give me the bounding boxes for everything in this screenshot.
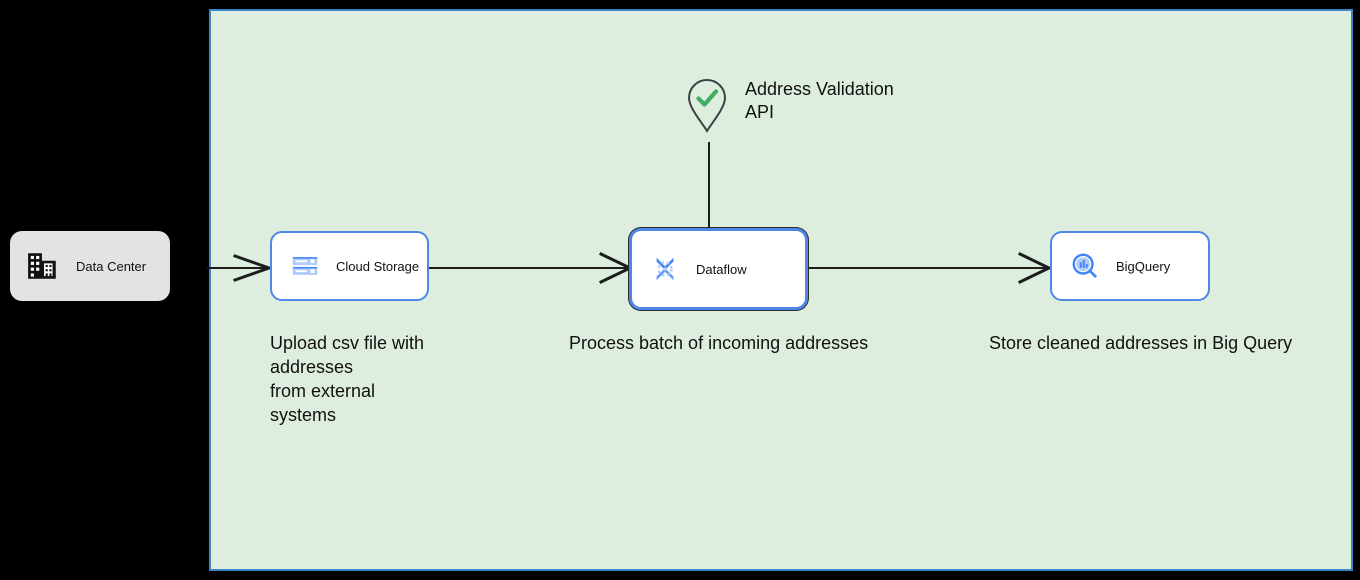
edge-cloud-storage-to-dataflow[interactable]: [425, 250, 637, 286]
caption-dataflow: Process batch of incoming addresses: [569, 333, 869, 353]
dataflow-icon: [656, 257, 674, 281]
node-cloud-storage[interactable]: Cloud Storage: [270, 231, 429, 301]
node-label-cloud-storage: Cloud Storage: [336, 258, 420, 274]
api-label-line-2: API: [745, 102, 775, 122]
api-label-line-1: Address Validation: [745, 79, 894, 99]
edge-api-to-dataflow[interactable]: [695, 140, 725, 232]
node-label-bigquery: BigQuery: [1116, 258, 1171, 274]
cloud-storage-icon: [292, 257, 318, 275]
node-data-center[interactable]: Data Center: [10, 231, 170, 301]
bigquery-icon: [1072, 253, 1097, 278]
node-label-dataflow: Dataflow: [696, 261, 747, 277]
node-label-data-center: Data Center: [76, 258, 147, 274]
caption-cloud-storage: Upload csv file with addresses from exte…: [270, 333, 425, 425]
map-pin-check-icon: [687, 78, 727, 134]
building-icon: [28, 253, 56, 279]
caption-bigquery: Store cleaned addresses in Big Query: [989, 333, 1293, 353]
node-bigquery[interactable]: BigQuery: [1050, 231, 1210, 301]
edge-dataflow-to-bigquery[interactable]: [804, 250, 1056, 286]
node-dataflow[interactable]: Dataflow: [629, 228, 808, 310]
edge-datacenter-to-cloud-storage[interactable]: [205, 250, 275, 286]
